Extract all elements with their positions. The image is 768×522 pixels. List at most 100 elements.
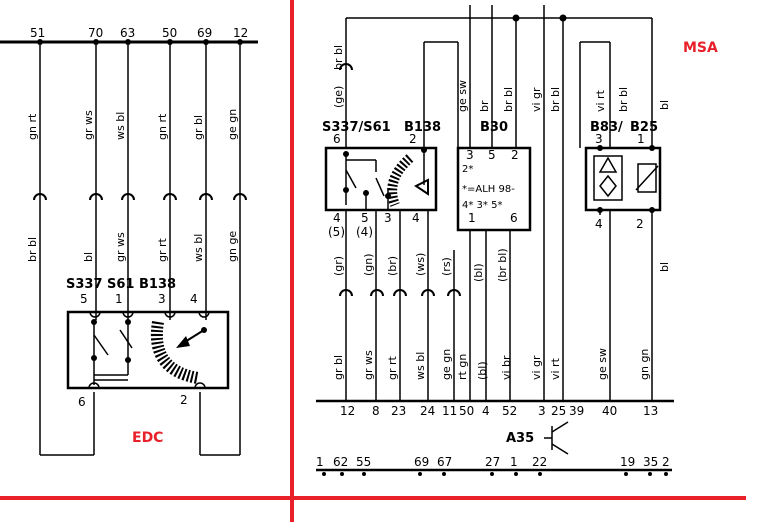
msa-s-component: S337/S61 — [322, 120, 391, 135]
a35-pin: 4 — [482, 404, 490, 418]
edc-top-pin: 50 — [162, 26, 177, 40]
msa-wire-label: br bl — [502, 87, 515, 112]
edc-wire-label: br bl — [26, 237, 39, 262]
msa-b30-pin: 3 — [466, 148, 474, 162]
msa-b83-pin: 4 — [595, 217, 603, 231]
msa-pin: 4 — [412, 211, 420, 225]
edc-wire-label: gr ws — [114, 232, 127, 262]
edc-wires — [39, 42, 241, 456]
a35-pin: 11 — [442, 404, 457, 418]
edc-comp-pin: 1 — [115, 292, 123, 306]
msa-pin: 2 — [409, 132, 417, 146]
msa-wire-label: (ge) — [332, 86, 345, 108]
resistor-icon — [637, 163, 657, 193]
a35-pin: 3 — [538, 404, 546, 418]
bottom-row-pin: 2 — [662, 455, 670, 469]
bottom-row-pin: 69 — [414, 455, 429, 469]
msa-b30-note: 4* 3* 5* — [462, 200, 502, 211]
edc-connector-arcs — [33, 193, 247, 201]
edc-wire-label: ge gn — [226, 109, 239, 140]
a35-label: A35 — [506, 431, 534, 446]
bottom-row-pin: 27 — [485, 455, 500, 469]
a35-pin: 52 — [502, 404, 517, 418]
a35-pin: 25 — [551, 404, 566, 418]
edc-section-label: EDC — [132, 430, 163, 446]
msa-paren-wire: (br) — [386, 256, 399, 276]
msa-bottom-wire: vi br — [500, 355, 513, 380]
msa-bottom-wire: ge sw — [596, 348, 609, 380]
edc-wire-label: gr bl — [192, 115, 205, 140]
sensor-diamond-icon — [599, 174, 617, 198]
msa-b30-note: 2* — [462, 164, 473, 175]
edc-component-label: S337 S61 B138 — [66, 277, 176, 292]
msa-bottom-wire: ws bl — [414, 352, 427, 380]
bottom-row-pin: 62 — [333, 455, 348, 469]
msa-pin: 5 — [361, 211, 369, 225]
msa-pin: 3 — [384, 211, 392, 225]
edc-wire-label: gr ws — [82, 110, 95, 140]
msa-wire-label: br bl — [617, 87, 630, 112]
edc-top-pin: 70 — [88, 26, 103, 40]
msa-bottom-wire: gr ws — [362, 350, 375, 380]
msa-b30-label: B30 — [480, 120, 508, 135]
a35-pin: 39 — [569, 404, 584, 418]
bottom-row-pin: 19 — [620, 455, 635, 469]
edc-comp-pin: 2 — [180, 393, 188, 407]
msa-bottom-wire: ge gn — [440, 349, 453, 380]
edc-top-pin: 69 — [197, 26, 212, 40]
msa-bottom-wire: gr bl — [332, 355, 345, 380]
edc-top-pin: 12 — [233, 26, 248, 40]
msa-b30-pin: 6 — [510, 211, 518, 225]
msa-b30-note: *=ALH 98- — [462, 184, 515, 195]
bottom-row-pin: 67 — [437, 455, 452, 469]
msa-pin: 4 — [333, 211, 341, 225]
msa-b83-label: B83/ — [590, 120, 623, 135]
edc-wire-label: ws bl — [192, 234, 205, 262]
edc-comp-pin: 5 — [80, 292, 88, 306]
a35-pin: 50 — [459, 404, 474, 418]
edc-wire-label: gn rt — [26, 113, 39, 140]
a35-pin: 23 — [391, 404, 406, 418]
msa-potentiometer-icon — [387, 154, 414, 207]
msa-wire-label: bl — [658, 100, 671, 110]
a35-pin: 8 — [372, 404, 380, 418]
bottom-row-pin: 55 — [356, 455, 371, 469]
msa-bottom-wire: vi rt — [549, 357, 562, 380]
bottom-row-pin: 35 — [643, 455, 658, 469]
edc-comp-pin: 6 — [78, 395, 86, 409]
edc-wire-label: gn rt — [156, 113, 169, 140]
edc-wire-label: ws bl — [114, 112, 127, 140]
a35-transistor-icon — [544, 421, 569, 455]
edc-wire-label: bl — [82, 252, 95, 262]
edc-top-pin: 63 — [120, 26, 135, 40]
msa-paren-wire: (gn) — [362, 253, 375, 276]
msa-s-component-box — [324, 146, 438, 212]
msa-paren-wire: (bl) — [472, 263, 485, 282]
arrow-icon — [176, 336, 190, 348]
msa-wire-label: br bl — [549, 87, 562, 112]
edc-top-pin: 51 — [30, 26, 45, 40]
msa-paren-wire: (br bl) — [496, 248, 509, 282]
msa-section-label: MSA — [683, 40, 718, 56]
bottom-row-pin: 1 — [316, 455, 324, 469]
msa-b30-pin: 5 — [488, 148, 496, 162]
msa-b30-pin: 1 — [468, 211, 476, 225]
a35-pin: 40 — [602, 404, 617, 418]
msa-wire-label: br — [478, 100, 491, 112]
msa-paren-wire: (gr) — [332, 256, 345, 276]
bottom-row-pin: 1 — [510, 455, 518, 469]
msa-wire-label: ge sw — [456, 80, 469, 112]
msa-bottom-wire: rt gn — [456, 354, 469, 380]
edc-comp-pin: 3 — [158, 292, 166, 306]
msa-b30-box — [456, 146, 532, 232]
sensor-triangle-icon — [598, 156, 618, 173]
a35-pin: 12 — [340, 404, 355, 418]
msa-wire-label: bl — [658, 262, 671, 272]
msa-b83-pin: 2 — [636, 217, 644, 231]
msa-b83-pin: 1 — [637, 132, 645, 146]
msa-b83-pin: 3 — [595, 132, 603, 146]
edc-comp-pin: 4 — [190, 292, 198, 306]
a35-pin: 13 — [643, 404, 658, 418]
msa-paren: (5) — [328, 225, 345, 239]
